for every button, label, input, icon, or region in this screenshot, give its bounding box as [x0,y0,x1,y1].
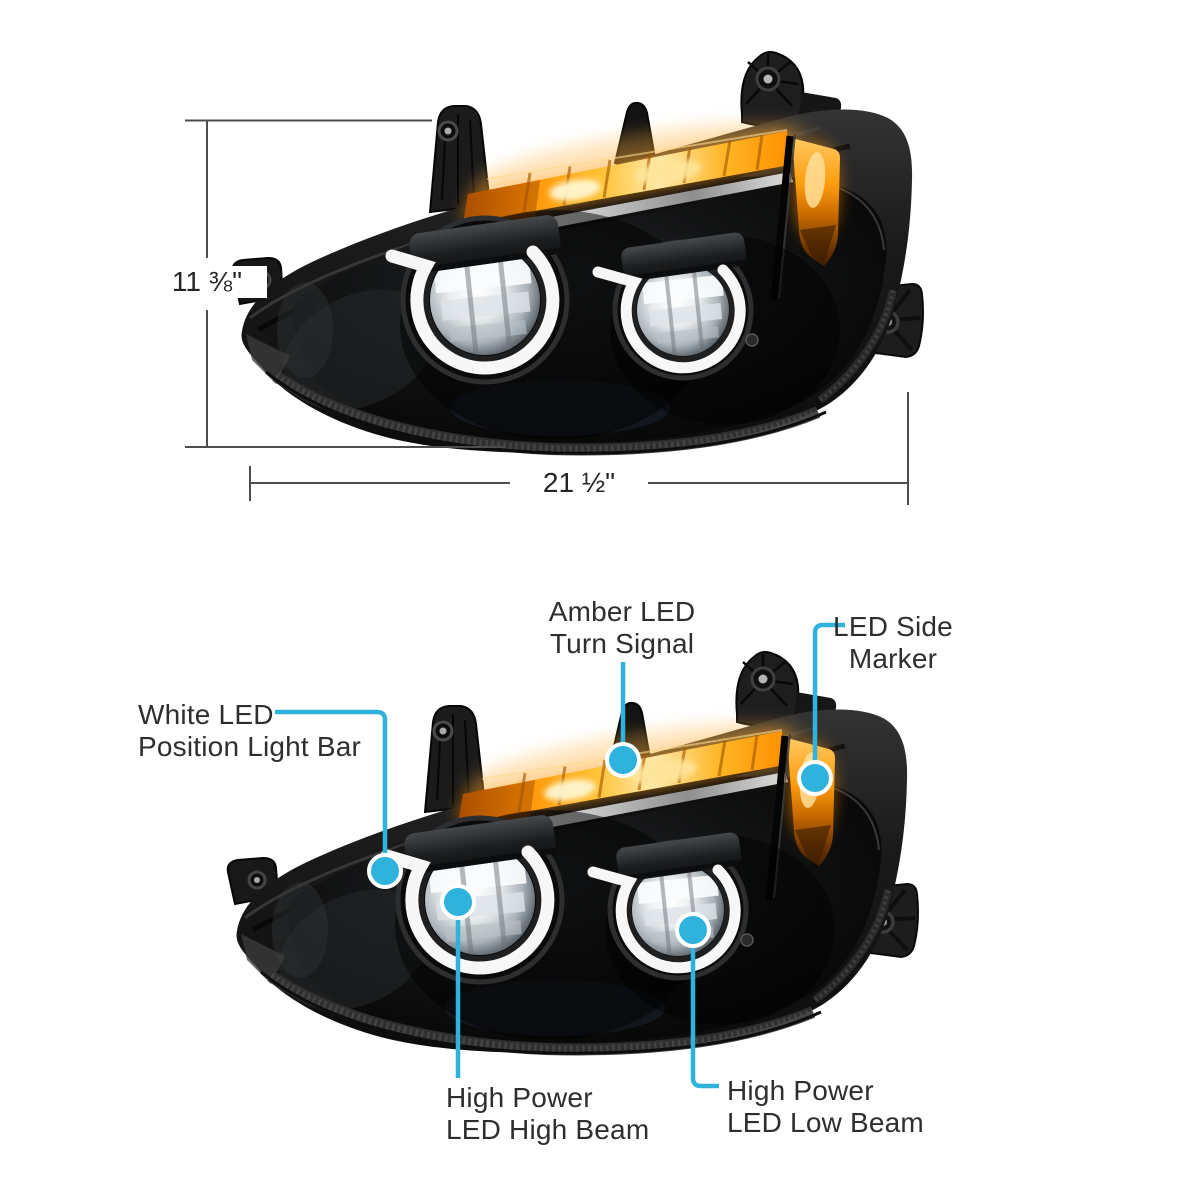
callout-dots [367,742,833,948]
callout-dot-low-beam [675,912,711,948]
label-line: Turn Signal [549,628,695,659]
width-dimension-label: 21 ½" [519,467,639,499]
label-line: LED High Beam [446,1114,650,1145]
callout-line-led-side-marker [812,622,845,778]
label-line: High Power [727,1075,874,1106]
callout-line-low-beam [690,930,719,1089]
label-amber-led-turn-signal: Amber LED Turn Signal [502,596,742,660]
label-line: LED Side [833,611,953,642]
label-line: Marker [848,643,938,674]
label-high-power-led-high-beam: High Power LED High Beam [446,1082,649,1146]
label-line: Position Light Bar [138,731,362,762]
label-white-led-position-light-bar: White LED Position Light Bar [138,699,361,763]
callout-line-white-position-bar [275,709,388,871]
label-line: LED Low Beam [727,1107,924,1138]
label-high-power-led-low-beam: High Power LED Low Beam [727,1075,924,1139]
headlight-photo-top [233,52,923,453]
label-line: Amber LED [548,596,696,627]
callout-lines [275,622,845,1089]
height-dimension [185,119,505,448]
callout-dot-white-position-bar [367,853,403,889]
width-dimension [249,392,909,505]
callout-dot-led-side-marker [797,760,833,796]
label-line: White LED [138,699,274,730]
label-led-side-marker: LED Side Marker [833,611,953,675]
callout-dot-amber-turn-signal [605,742,641,778]
label-line: High Power [446,1082,593,1113]
height-dimension-label: 11 ⅜" [147,266,267,298]
callout-dot-high-beam [440,884,476,920]
